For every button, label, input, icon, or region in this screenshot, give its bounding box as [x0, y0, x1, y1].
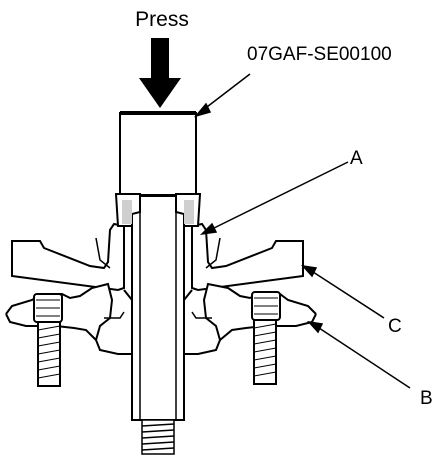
callout-a-label: A: [350, 148, 363, 169]
wheel-stud-left: [33, 293, 63, 387]
callout-b-label: B: [420, 388, 433, 409]
callout-lines: [193, 73, 411, 389]
threaded-end: [141, 419, 175, 455]
hub-flange: [11, 222, 304, 292]
tool-label: 07GAF-SE00100: [247, 44, 392, 65]
press-arrow-icon: [139, 38, 181, 108]
press-label: Press: [135, 8, 189, 31]
hub-shaft: [114, 193, 202, 421]
wheel-stud-right: [251, 291, 281, 385]
press-tool: [119, 111, 197, 196]
callout-c-label: C: [388, 316, 402, 337]
